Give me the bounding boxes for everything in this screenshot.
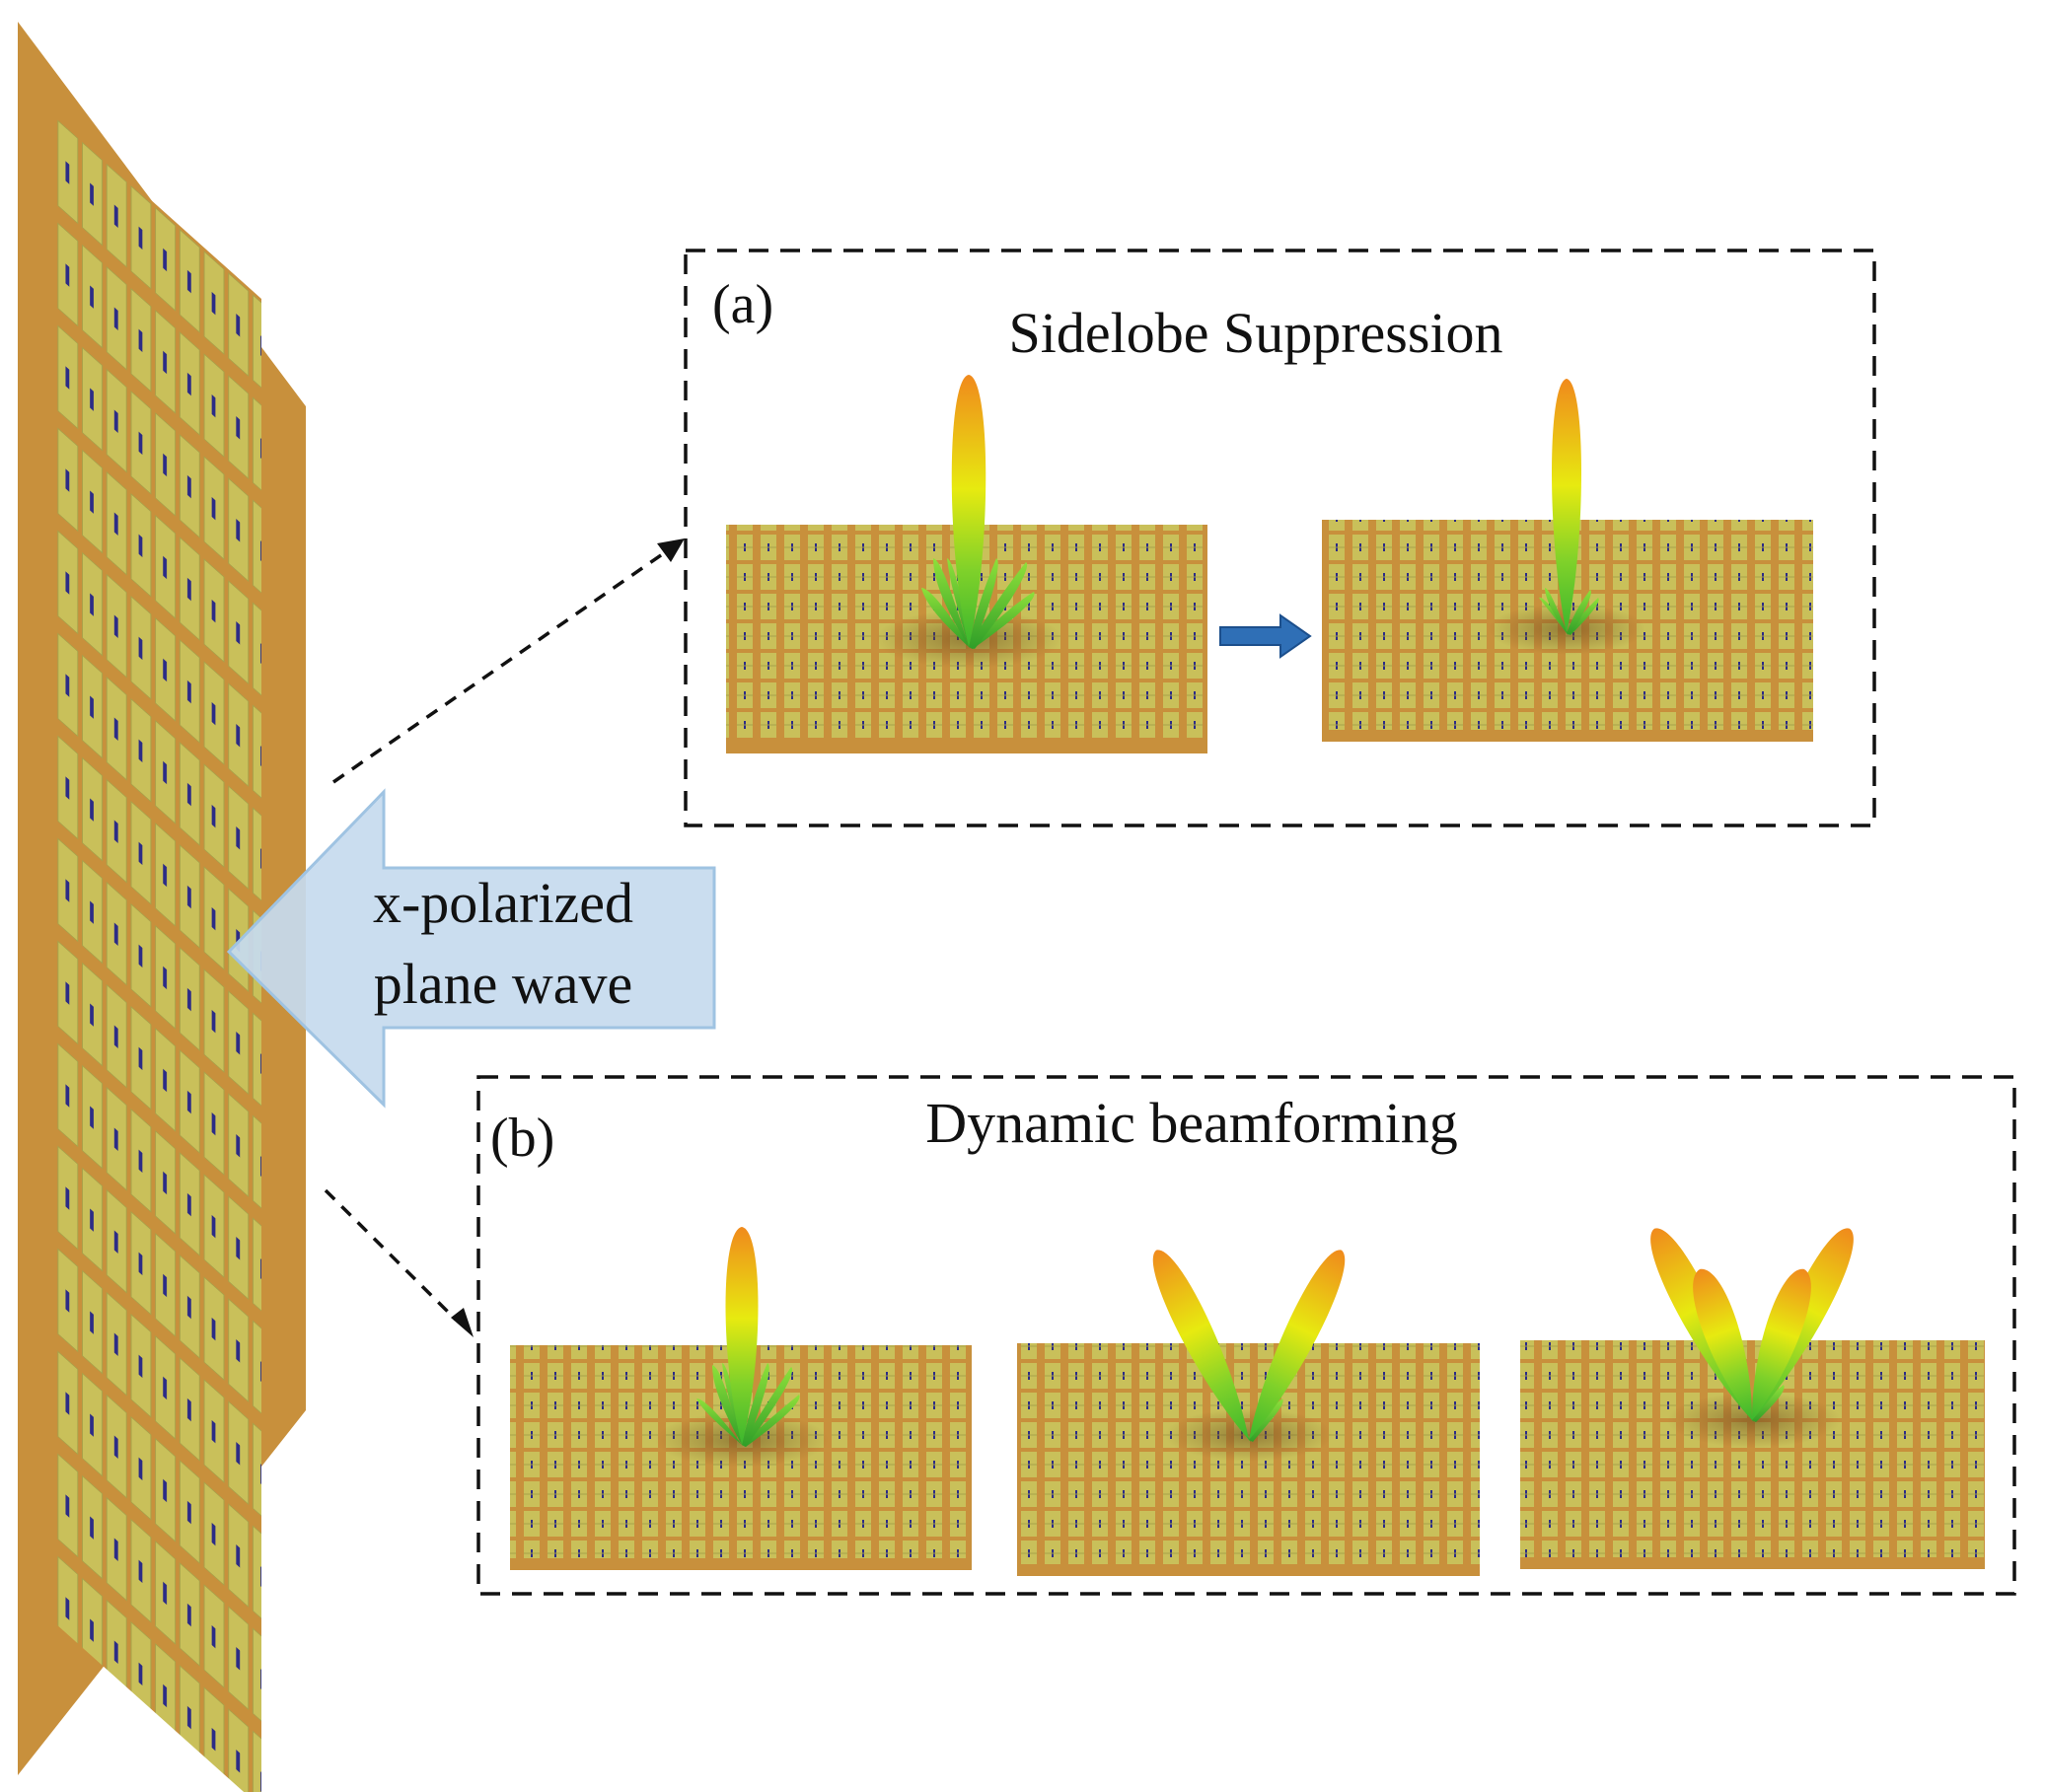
left-arrow-icon (226, 788, 716, 1109)
radiation-pattern-b3 (1650, 1228, 1854, 1422)
array-board-b2 (1017, 1343, 1480, 1576)
array-board-b3 (1520, 1340, 1985, 1569)
panel-b: (b) Dynamic beamforming (476, 1075, 2016, 1596)
radiation-pattern-a2 (1539, 379, 1599, 635)
panel-a-title: Sidelobe Suppression (1008, 301, 1502, 365)
panel-a: (a) Sidelobe Suppression (684, 249, 1876, 827)
wave-label-line1: x-polarized (373, 871, 633, 935)
incident-wave: x-polarized plane wave (226, 788, 716, 1109)
radiation-pattern-b1 (696, 1227, 800, 1447)
pointer-to-panel-a (332, 538, 685, 784)
wave-label-line2: plane wave (374, 952, 632, 1016)
right-arrow-icon (1219, 613, 1312, 659)
panel-b-tag: (b) (490, 1108, 554, 1169)
panel-b-frame (476, 1075, 2016, 1596)
radiation-pattern-a1 (921, 375, 1035, 649)
panel-a-tag: (a) (712, 274, 773, 335)
panel-b-title: Dynamic beamforming (925, 1091, 1458, 1155)
radiation-pattern-b2 (1152, 1250, 1346, 1442)
pointer-to-panel-b (324, 1188, 474, 1337)
metasurface-panel (18, 22, 306, 1792)
